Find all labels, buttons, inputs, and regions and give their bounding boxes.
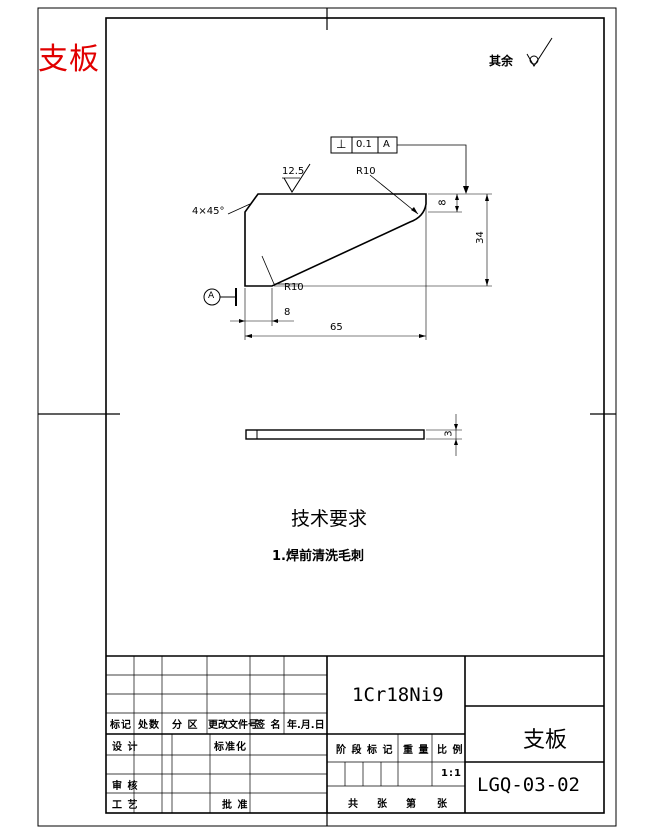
sheets-unit-label-2: 张 — [437, 799, 448, 810]
tech-requirements-item: 1.焊前清洗毛刺 — [272, 549, 364, 564]
scale-label: 比 例 — [437, 745, 464, 756]
scale-value: 1:1 — [441, 768, 462, 779]
radius-bottom-leader — [261, 255, 275, 285]
inner-frame — [105, 17, 605, 814]
radius-top-leader — [369, 174, 419, 215]
tech-requirements-heading: 技术要求 — [291, 508, 368, 530]
tolerance-value: 0.1 — [356, 139, 372, 150]
process-label: 工 艺 — [112, 800, 139, 811]
roughness-symbol-general — [526, 37, 553, 67]
title-block-lines — [106, 655, 604, 813]
approve-label: 批 准 — [222, 800, 249, 811]
radius-top-label: R10 — [356, 166, 376, 177]
side-view-plate — [245, 429, 425, 440]
roughness-value: 12.5 — [282, 166, 305, 177]
tolerance-datum: A — [383, 139, 390, 150]
sheets-current-label: 第 — [406, 799, 417, 810]
hdr-date: 年.月.日 — [287, 720, 325, 731]
hdr-count: 处数 — [138, 720, 160, 731]
dim-text-8-bottom: 8 — [284, 307, 291, 318]
material-label: 1Cr18Ni9 — [352, 684, 444, 706]
hdr-mark: 标记 — [110, 720, 132, 731]
datum-letter: A — [208, 291, 215, 301]
roughness-symbol-top — [283, 163, 311, 193]
designer-label: 设 计 — [112, 742, 139, 753]
radius-bottom-label: R10 — [284, 282, 304, 293]
dim-text-34: 34 — [474, 231, 486, 244]
sheets-total-label: 共 — [348, 799, 359, 810]
hdr-change-doc: 更改文件号 — [208, 720, 258, 731]
tolerance-leader — [397, 144, 467, 188]
hdr-zone: 分 区 — [172, 720, 199, 731]
dim-text-65: 65 — [330, 322, 343, 333]
dim-text-3: 3 — [443, 430, 455, 437]
tolerance-symbol: ⊥ — [336, 137, 347, 151]
sheets-unit-label-1: 张 — [377, 799, 388, 810]
part-name: 支板 — [523, 728, 568, 753]
dim-text-8-top: 8 — [437, 199, 449, 206]
part-outline — [244, 193, 427, 287]
hdr-signature: 签 名 — [255, 720, 282, 731]
standardization-label: 标准化 — [214, 742, 247, 753]
sheet-title: 支板 — [38, 42, 100, 77]
drawing-number: LGQ-03-02 — [477, 774, 580, 796]
stage-mark-label: 阶 段 标 记 — [336, 745, 394, 756]
surface-note-text: 其余 — [489, 54, 514, 68]
checker-label: 审 核 — [112, 781, 139, 792]
weight-label: 重 量 — [403, 745, 430, 756]
chamfer-note: 4×45° — [192, 206, 225, 217]
chamfer-leader — [227, 203, 251, 215]
